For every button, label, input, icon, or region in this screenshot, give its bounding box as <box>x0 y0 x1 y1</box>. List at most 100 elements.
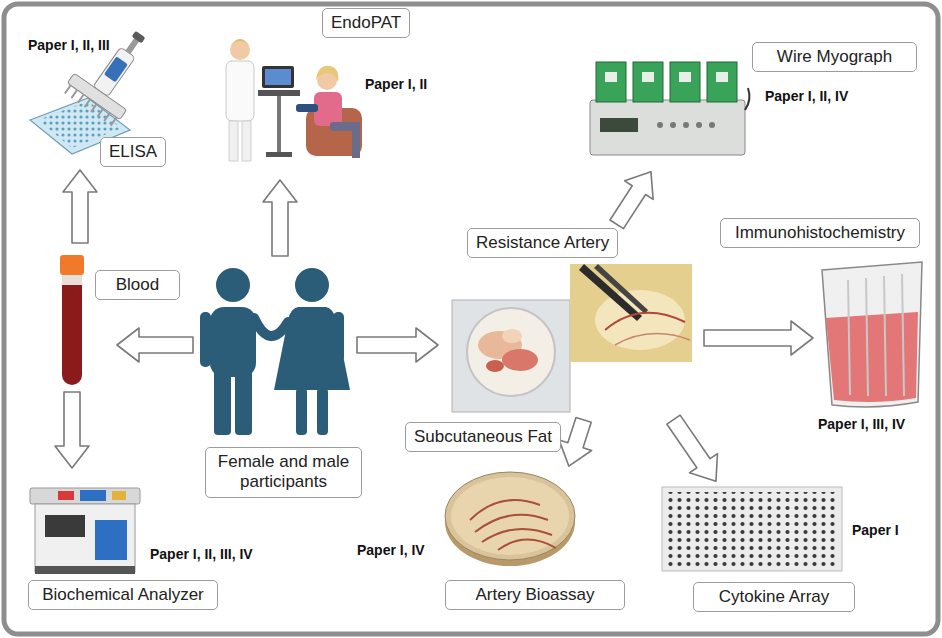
elisa-pipette-figure-part <box>62 16 167 128</box>
subcutaneous-fat-figure-part <box>467 308 555 396</box>
endopat-scene-figure-part <box>316 66 338 82</box>
label-box: Immunohistochemistry <box>720 218 920 248</box>
wire-myograph-figure-part <box>683 122 689 128</box>
biochemical-analyzer-figure-part <box>95 520 127 560</box>
wire-myograph-figure-part <box>709 122 715 128</box>
endopat-scene-figure-part <box>229 121 238 161</box>
label-box: Biochemical Analyzer <box>28 580 218 610</box>
label-box: Subcutaneous Fat <box>405 422 561 452</box>
participants-figure-part <box>235 368 252 435</box>
participants-figure-part <box>254 318 288 336</box>
label-box: Artery Bioassay <box>445 580 625 610</box>
cytokine-array-figure-part <box>668 492 836 566</box>
label-box: EndoPAT <box>322 8 410 38</box>
resistance-artery-figure-part <box>615 334 690 345</box>
resistance-artery-figure-part <box>594 264 648 314</box>
block-arrow <box>610 172 653 229</box>
endopat-scene-figure-part <box>265 69 291 85</box>
wire-myograph-figure-part <box>590 100 745 155</box>
block-arrow <box>263 180 297 256</box>
participants-figure-part <box>296 388 307 435</box>
paper-reference: Paper I <box>852 522 899 540</box>
wire-myograph-figure-part <box>657 122 663 128</box>
node-region: Artery Bioassay <box>440 468 630 616</box>
blood-tube-figure <box>60 255 84 385</box>
subcutaneous-fat-figure-part <box>502 329 522 343</box>
endopat-scene-figure-part <box>229 39 251 48</box>
label-box: Resistance Artery <box>467 228 618 258</box>
immunohistochemistry-jar-figure-part <box>848 274 904 396</box>
endopat-scene-figure-part <box>242 121 251 161</box>
paper-reference: Paper I, II, IV <box>765 88 848 106</box>
endopat-scene-figure-part <box>266 152 292 157</box>
blood-tube-figure-part <box>62 275 82 385</box>
resistance-artery-figure-part <box>579 264 642 321</box>
node-region: Biochemical Analyzer <box>25 470 225 616</box>
elisa-pipette-figure-part-part <box>132 31 146 44</box>
biochemical-analyzer-figure-part <box>58 491 74 500</box>
subcutaneous-fat-figure <box>452 300 570 412</box>
node-region: Cytokine Array <box>660 483 860 618</box>
label-box: Cytokine Array <box>693 582 855 612</box>
paper-reference: Paper I, III, IV <box>818 416 905 434</box>
biochemical-analyzer-figure-part <box>35 566 135 574</box>
participants-figure-part <box>216 268 250 302</box>
blood-tube-figure-part <box>62 275 82 285</box>
participants-figure-part <box>317 388 328 435</box>
subcutaneous-fat-figure-part <box>486 360 504 372</box>
biochemical-analyzer-figure-part <box>45 515 85 537</box>
paper-reference: Paper I, II, III, IV <box>150 546 253 564</box>
block-arrow <box>357 328 438 362</box>
endopat-scene-figure-part <box>314 92 342 126</box>
elisa-pipette-figure <box>30 16 167 154</box>
paper-reference: Paper I, IV <box>357 542 425 560</box>
resistance-artery-figure <box>570 264 692 362</box>
wire-myograph-figure-part <box>633 62 663 102</box>
artery-bioassay-dish-figure <box>445 472 575 566</box>
node-region: Resistance Artery <box>467 226 617 260</box>
wire-myograph-figure-part <box>670 62 700 102</box>
endopat-scene-figure-part <box>230 40 250 60</box>
wire-myograph-figure-part <box>600 118 638 132</box>
artery-bioassay-dish-figure-part <box>470 500 556 550</box>
block-arrow <box>559 417 591 466</box>
endopat-scene-figure-part <box>296 104 318 112</box>
biochemical-analyzer-figure-part <box>30 488 140 504</box>
wire-myograph-figure-part <box>716 72 728 82</box>
cytokine-array-figure <box>662 487 842 571</box>
elisa-pipette-figure-part-part <box>104 56 128 82</box>
outer-frame <box>4 4 938 634</box>
wire-myograph-figure-part <box>605 72 617 82</box>
label-box: Blood <box>95 270 180 300</box>
wire-myograph-figure-part <box>679 72 691 82</box>
endopat-scene-figure-part <box>352 122 360 158</box>
participants-figure-part <box>200 312 211 367</box>
label-box: Female and male participants <box>205 447 362 498</box>
label-box: ELISA <box>100 137 166 167</box>
elisa-pipette-figure-part-part <box>65 85 117 125</box>
subcutaneous-fat-figure-part <box>452 300 570 412</box>
paper-reference: Paper I, II, III <box>28 37 110 55</box>
immunohistochemistry-jar-figure <box>822 262 922 407</box>
biochemical-analyzer-figure-part <box>112 491 126 500</box>
cytokine-array-figure-part <box>662 487 842 571</box>
paper-reference: Paper I, II <box>365 76 427 94</box>
blood-tube-figure-part <box>60 255 84 275</box>
biochemical-analyzer-figure-part <box>35 504 135 572</box>
artery-bioassay-dish-figure-part <box>451 477 569 555</box>
elisa-pipette-figure-part-part <box>93 47 135 97</box>
biochemical-analyzer-figure <box>30 488 140 574</box>
wire-myograph-figure-part <box>642 72 654 82</box>
node-region: Wire Myograph <box>582 38 922 170</box>
endopat-scene-figure-part <box>226 61 254 121</box>
resistance-artery-figure-part <box>595 290 685 350</box>
block-arrow <box>55 392 89 468</box>
biochemical-analyzer-figure-part <box>80 490 106 501</box>
wire-myograph-figure-part <box>745 88 749 110</box>
wire-myograph-figure-part <box>696 122 702 128</box>
participants-figure <box>200 268 350 435</box>
subcutaneous-fat-figure-part <box>502 349 538 371</box>
wire-myograph-figure <box>590 62 749 155</box>
endopat-scene-figure <box>226 39 362 161</box>
